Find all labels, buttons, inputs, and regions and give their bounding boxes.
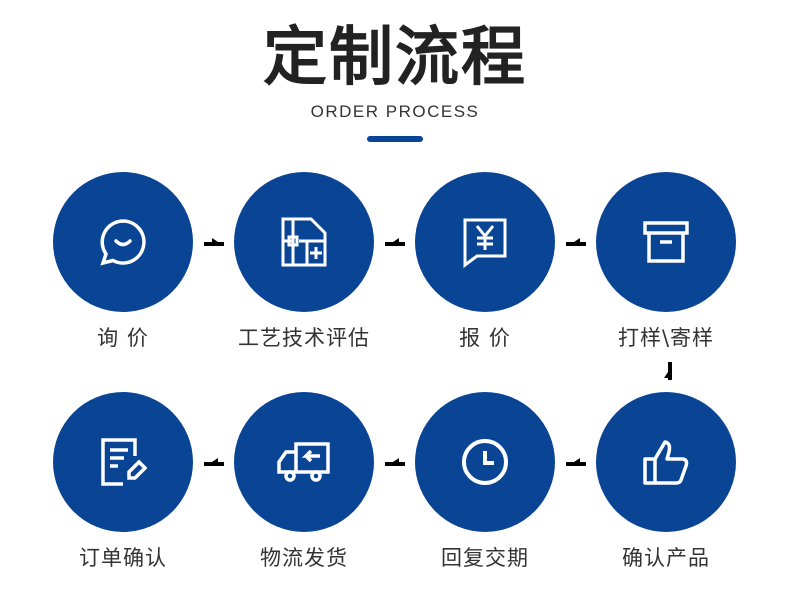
- step-inquiry: 询 价: [33, 172, 213, 352]
- arrow-right-icon: [204, 234, 224, 246]
- step-label: 回复交期: [441, 546, 529, 570]
- floor-plan-icon: [281, 217, 327, 267]
- truck-icon: [277, 442, 330, 482]
- clock-icon: [462, 439, 508, 485]
- step-label: 报 价: [459, 326, 511, 350]
- step-order-confirm: 订单确认: [33, 392, 213, 572]
- arrow-left-icon: [566, 454, 586, 466]
- arrow-left-icon: [204, 454, 224, 466]
- thumbs-up-icon: [643, 440, 689, 485]
- yen-quote-icon: [463, 218, 507, 268]
- step-confirm-product: 确认产品: [576, 392, 756, 572]
- page-title: 定制流程: [263, 21, 527, 95]
- step-shipping: 物流发货: [214, 392, 394, 572]
- step-label: 确认产品: [622, 546, 710, 570]
- step-label: 物流发货: [260, 546, 348, 570]
- chat-bubble-icon: [100, 219, 146, 266]
- page-subtitle: ORDER PROCESS: [310, 102, 480, 121]
- step-evaluation: 工艺技术评估: [214, 172, 394, 352]
- arrow-down-icon: [660, 362, 672, 380]
- step-label: 订单确认: [79, 546, 167, 570]
- step-sample: 打样\寄样: [576, 172, 756, 352]
- arrow-right-icon: [566, 234, 586, 246]
- step-quote: 报 价: [395, 172, 575, 352]
- order-form-icon: [101, 438, 147, 486]
- step-label: 询 价: [97, 326, 149, 350]
- step-label: 工艺技术评估: [238, 326, 370, 350]
- arrow-right-icon: [385, 234, 405, 246]
- title-underline: [367, 136, 423, 142]
- arrow-left-icon: [385, 454, 405, 466]
- step-label: 打样\寄样: [617, 326, 715, 350]
- box-icon: [643, 221, 689, 263]
- step-lead-time: 回复交期: [395, 392, 575, 572]
